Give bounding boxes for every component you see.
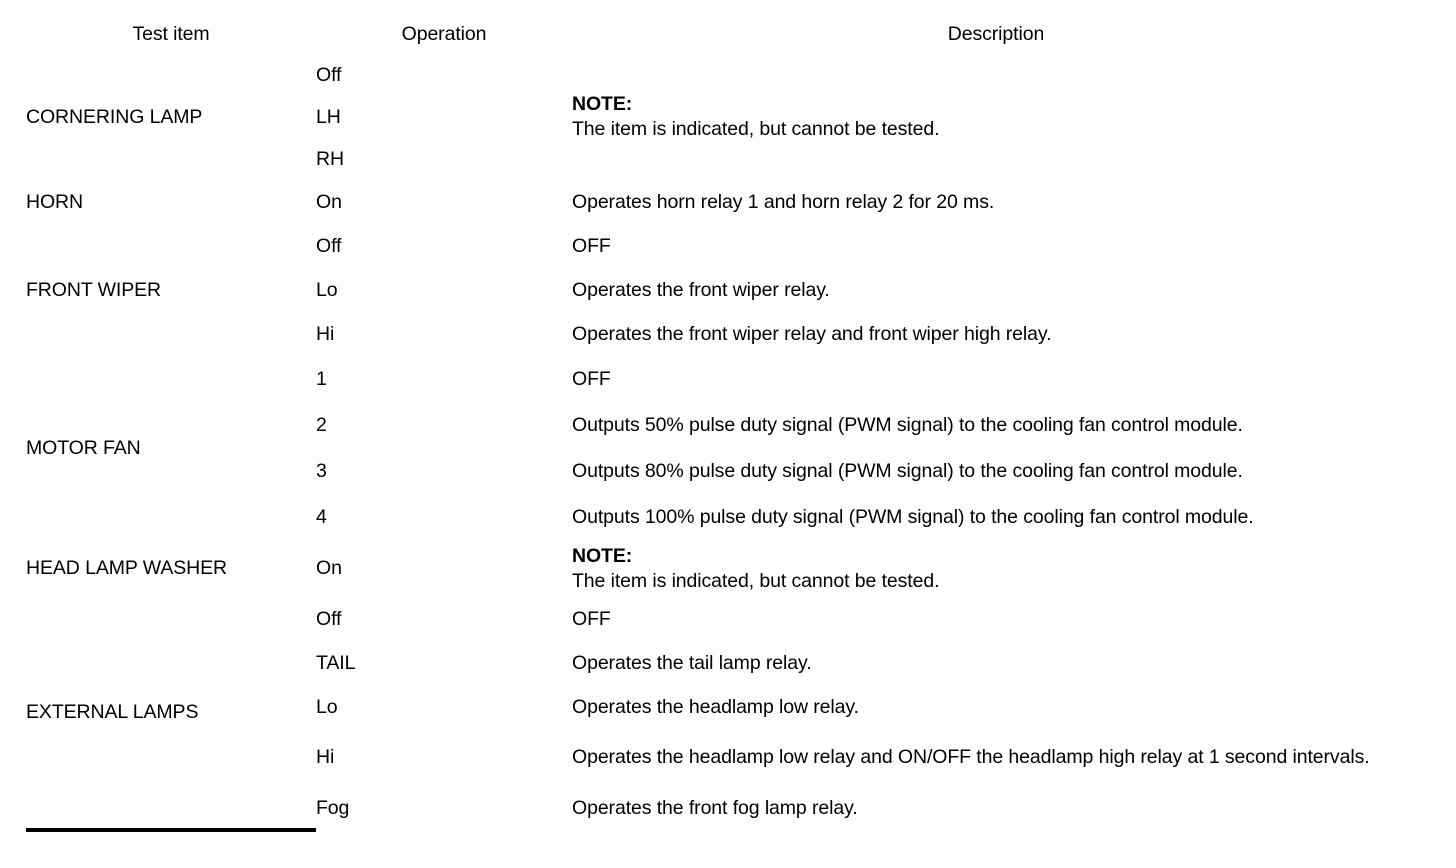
test-item-external-lamps: EXTERNAL LAMPS	[26, 597, 316, 832]
table-row: Hi Operates the front wiper relay and fr…	[26, 312, 1420, 356]
operation-value: Off	[316, 234, 342, 257]
operation-value: Off	[316, 63, 342, 86]
table-row: 3 Outputs 80% pulse duty signal (PWM sig…	[26, 448, 1420, 494]
description-value: Outputs 80% pulse duty signal (PWM signa…	[572, 459, 1243, 482]
table-row: HORN On Operates horn relay 1 and horn r…	[26, 180, 1420, 224]
column-header-operation: Operation	[401, 22, 487, 45]
table-row: RH	[26, 138, 1420, 180]
operation-value: Hi	[316, 322, 335, 345]
table-row: 2 Outputs 50% pulse duty signal (PWM sig…	[26, 402, 1420, 448]
description-value: OFF	[572, 367, 611, 390]
table-row: Hi Operates the headlamp low relay and O…	[26, 729, 1420, 786]
description-value: Operates the front wiper relay and front…	[572, 322, 1052, 345]
test-item-cornering-lamp: CORNERING LAMP	[26, 105, 203, 128]
description-value: OFF	[572, 607, 611, 630]
operation-value: On	[316, 557, 342, 580]
test-item-motor-fan: MOTOR FAN	[26, 436, 141, 459]
operation-value: TAIL	[316, 651, 356, 674]
operation-value: Lo	[316, 278, 338, 301]
table-row: EXTERNAL LAMPS Off OFF	[26, 597, 1420, 832]
description-value: Operates the headlamp low relay.	[572, 695, 859, 718]
description-value: Operates the tail lamp relay.	[572, 651, 812, 674]
table-row: 4 Outputs 100% pulse duty signal (PWM si…	[26, 494, 1420, 540]
description-value: OFF	[572, 234, 611, 257]
test-item-head-lamp-washer: HEAD LAMP WASHER	[26, 557, 228, 580]
operation-value: 2	[316, 413, 327, 436]
description-value: Outputs 50% pulse duty signal (PWM signa…	[572, 413, 1243, 436]
table-row: CORNERING LAMP Off NOTE: The item is ind…	[26, 54, 1420, 140]
operation-value: Fog	[316, 796, 350, 819]
note-text: The item is indicated, but cannot be tes…	[572, 569, 940, 592]
description-value: Outputs 100% pulse duty signal (PWM sign…	[572, 505, 1254, 528]
operation-value: RH	[316, 147, 344, 170]
operation-value: On	[316, 190, 342, 213]
column-header-test-item: Test item	[132, 22, 210, 45]
operation-value: Hi	[316, 746, 335, 769]
table-row: LH	[26, 96, 1420, 138]
table-row: FRONT WIPER Off OFF	[26, 224, 1420, 301]
table-row: Lo Operates the front wiper relay.	[26, 268, 1420, 312]
table-row: TAIL Operates the tail lamp relay.	[26, 641, 1420, 685]
description-value: Operates the headlamp low relay and ON/O…	[572, 746, 1370, 769]
note-label: NOTE:	[572, 93, 633, 116]
description-value: Operates the front wiper relay.	[572, 278, 830, 301]
table-header-row: Test item Operation Description	[26, 14, 1420, 54]
note-label: NOTE:	[572, 544, 633, 567]
operation-value: 4	[316, 505, 327, 528]
table-row: HEAD LAMP WASHER On NOTE: The item is in…	[26, 540, 1420, 597]
table-row: Lo Operates the headlamp low relay.	[26, 685, 1420, 729]
note-text: The item is indicated, but cannot be tes…	[572, 118, 940, 140]
description-value: Operates horn relay 1 and horn relay 2 f…	[572, 190, 995, 213]
test-item-horn: HORN	[26, 190, 84, 213]
description-note-cornering-lamp: NOTE: The item is indicated, but cannot …	[572, 54, 1420, 180]
table-row: Fog Operates the front fog lamp relay.	[26, 786, 1420, 830]
table-row: MOTOR FAN 1 OFF	[26, 356, 1420, 459]
operation-value: 3	[316, 459, 327, 482]
operation-value: 1	[316, 367, 327, 390]
operation-value: Lo	[316, 695, 338, 718]
test-item-front-wiper: FRONT WIPER	[26, 278, 162, 301]
description-note-head-lamp-washer: NOTE: The item is indicated, but cannot …	[572, 540, 1420, 597]
column-header-description: Description	[947, 22, 1045, 45]
active-test-specification-table: Test item Operation Description CORNERIN…	[26, 14, 1420, 832]
operation-value: Off	[316, 607, 342, 630]
description-value: Operates the front fog lamp relay.	[572, 796, 858, 819]
operation-value: LH	[316, 105, 341, 128]
